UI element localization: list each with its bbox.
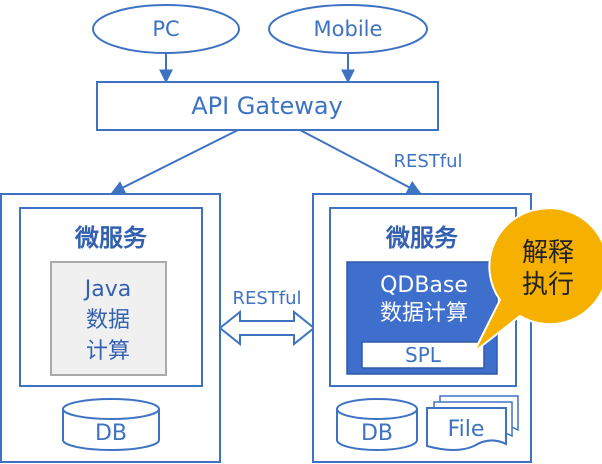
right-service-title: 微服务 xyxy=(385,224,459,252)
right-db-label: DB xyxy=(361,421,393,446)
mobile-label: Mobile xyxy=(314,17,383,41)
java-compute-box xyxy=(50,261,167,376)
callout-line-1: 解释 xyxy=(522,238,574,268)
pc-label: PC xyxy=(152,17,179,41)
right-db-cylinder: DB xyxy=(336,398,418,451)
left-service-title: 微服务 xyxy=(74,224,148,252)
qdbase-line-1: QDBase xyxy=(380,273,468,298)
mobile-client: Mobile xyxy=(268,4,428,54)
interpret-execute-callout: 解释 执行 xyxy=(473,207,602,353)
callout-line-2: 执行 xyxy=(522,270,574,300)
java-line-3: 计算 xyxy=(86,339,130,364)
spl-box xyxy=(361,341,485,369)
gateway-restful-label: RESTful xyxy=(393,151,462,172)
file-label: File xyxy=(448,417,485,442)
left-db-label: DB xyxy=(95,421,127,446)
left-db-cylinder: DB xyxy=(62,398,160,451)
qdbase-line-2: 数据计算 xyxy=(380,301,468,326)
gateway-to-left-arrow xyxy=(110,129,239,194)
gateway-to-right-arrow xyxy=(299,129,422,194)
left-microservice: 微服务 Java 数据 计算 DB xyxy=(0,193,221,463)
restful-double-arrow xyxy=(218,309,316,347)
java-line-2: 数据 xyxy=(86,308,130,333)
service-restful-label: RESTful xyxy=(232,288,301,309)
spl-label: SPL xyxy=(405,343,442,367)
api-gateway: API Gateway xyxy=(96,81,439,131)
gateway-label: API Gateway xyxy=(191,92,343,120)
java-line-1: Java xyxy=(83,277,131,302)
file-stack-icon: File xyxy=(426,395,519,451)
pc-client: PC xyxy=(92,4,240,54)
